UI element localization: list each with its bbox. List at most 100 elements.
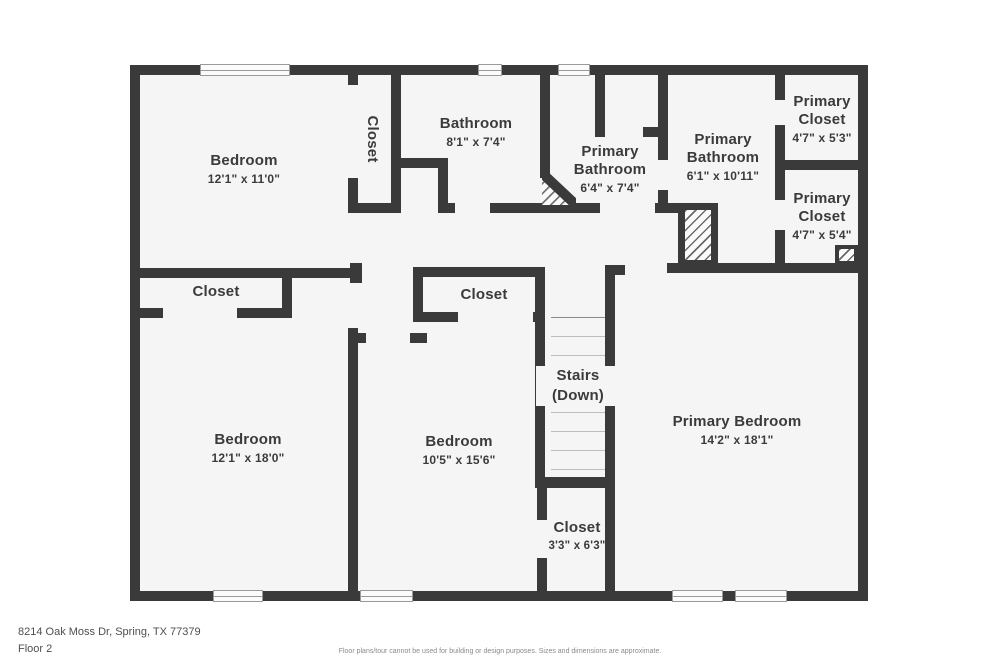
wall-segment bbox=[130, 591, 868, 601]
wall-segment bbox=[391, 158, 448, 168]
window-pane-line bbox=[673, 596, 722, 597]
window-pane-line bbox=[736, 596, 786, 597]
hatched-structure bbox=[678, 203, 718, 267]
wall-segment bbox=[658, 65, 668, 160]
room-name: Primary Bathroom bbox=[573, 143, 647, 178]
disclaimer-text: Floor plans/tour cannot be used for buil… bbox=[338, 648, 662, 655]
wall-segment bbox=[130, 268, 362, 278]
room-name: Bathroom bbox=[439, 115, 513, 132]
wall-segment bbox=[537, 488, 547, 520]
room-dimensions: 6'4" x 7'4" bbox=[580, 181, 640, 195]
room-label: Primary Closet 4'7" x 5'3" bbox=[771, 93, 873, 146]
window-pane-line bbox=[214, 596, 262, 597]
wall-segment bbox=[658, 190, 668, 213]
room-label: Primary Closet 4'7" x 5'4" bbox=[771, 190, 873, 243]
window bbox=[360, 590, 413, 602]
room-dimensions: 12'1" x 11'0" bbox=[207, 172, 281, 186]
room-label: Stairs (Down) bbox=[536, 366, 620, 406]
wall-segment bbox=[775, 160, 868, 170]
room-name: Primary Closet bbox=[793, 93, 851, 128]
room-name: Bedroom bbox=[425, 433, 493, 450]
room-name: Primary Closet bbox=[793, 190, 851, 225]
wall-segment bbox=[607, 265, 625, 275]
window-pane-line bbox=[361, 596, 412, 597]
room-name: Bedroom bbox=[210, 152, 278, 169]
room-dimensions: 10'5" x 15'6" bbox=[422, 453, 496, 467]
room-name: Primary Bathroom bbox=[686, 131, 760, 166]
room-name: Closet bbox=[553, 519, 601, 536]
stair-tread-line bbox=[551, 450, 605, 451]
window bbox=[213, 590, 263, 602]
room-name: Closet bbox=[192, 283, 240, 300]
room-label: Closet bbox=[146, 283, 286, 301]
wall-segment bbox=[605, 265, 615, 601]
room-label: Bedroom 10'5" x 15'6" bbox=[369, 433, 549, 468]
room-label: Closet bbox=[363, 99, 381, 179]
room-label: Bathroom 8'1" x 7'4" bbox=[396, 115, 556, 150]
floor-number-label: Floor 2 bbox=[18, 643, 53, 655]
wall-segment bbox=[445, 203, 455, 213]
wall-segment bbox=[348, 328, 358, 601]
room-dimensions: 4'7" x 5'3" bbox=[792, 131, 852, 145]
room-label: Primary Bathroom 6'1" x 10'11" bbox=[661, 131, 785, 184]
wall-segment bbox=[282, 271, 292, 318]
address-label: 8214 Oak Moss Dr, Spring, TX 77379 bbox=[18, 626, 201, 638]
wall-segment bbox=[348, 203, 401, 213]
window bbox=[735, 590, 787, 602]
stair-tread-line bbox=[551, 412, 605, 413]
wall-segment bbox=[438, 168, 448, 213]
room-dimensions: 12'1" x 18'0" bbox=[211, 451, 285, 465]
wall-segment bbox=[348, 178, 358, 213]
room-label: Closet 3'3" x 6'3" bbox=[527, 519, 627, 554]
stair-tread-line bbox=[551, 469, 605, 470]
wall-segment bbox=[537, 558, 547, 601]
wall-segment bbox=[775, 65, 785, 100]
stair-tread-line bbox=[551, 336, 605, 337]
stair-tread-line bbox=[551, 355, 605, 356]
wall-segment bbox=[237, 308, 292, 318]
window bbox=[478, 64, 502, 76]
window bbox=[558, 64, 590, 76]
room-dimensions: 14'2" x 18'1" bbox=[700, 433, 774, 447]
room-dimensions: 3'3" x 6'3" bbox=[548, 540, 606, 552]
room-label: Closet bbox=[414, 286, 554, 304]
window bbox=[200, 64, 290, 76]
wall-segment bbox=[348, 65, 358, 85]
wall-segment bbox=[540, 477, 615, 488]
wall-segment bbox=[413, 267, 423, 317]
wall-segment bbox=[490, 203, 600, 213]
hatched-structure bbox=[835, 245, 858, 265]
wall-segment bbox=[540, 65, 550, 178]
wall-segment bbox=[775, 170, 785, 200]
wall-segment bbox=[130, 65, 140, 601]
room-dimensions: (Down) bbox=[551, 387, 604, 404]
wall-segment bbox=[130, 308, 163, 318]
room-dimensions: 4'7" x 5'4" bbox=[792, 228, 852, 242]
room-label: Bedroom 12'1" x 18'0" bbox=[158, 431, 338, 466]
room-name: Primary Bedroom bbox=[672, 413, 802, 430]
wall-segment bbox=[595, 65, 605, 137]
window bbox=[672, 590, 723, 602]
wall-segment bbox=[410, 333, 427, 343]
room-name: Bedroom bbox=[214, 431, 282, 448]
stair-tread-line bbox=[551, 431, 605, 432]
wall-segment bbox=[413, 312, 458, 322]
room-name: Closet bbox=[364, 115, 381, 163]
room-name: Stairs bbox=[556, 367, 600, 384]
wall-segment bbox=[775, 125, 785, 160]
wall-segment bbox=[391, 65, 401, 213]
window-pane-line bbox=[559, 70, 589, 71]
room-dimensions: 8'1" x 7'4" bbox=[446, 135, 506, 149]
stair-tread-line bbox=[551, 317, 605, 318]
wall-segment bbox=[655, 203, 682, 213]
room-label: Bedroom 12'1" x 11'0" bbox=[154, 152, 334, 187]
angled-wall-hatch bbox=[542, 173, 576, 205]
room-dimensions: 6'1" x 10'11" bbox=[686, 169, 760, 183]
wall-segment bbox=[350, 263, 362, 283]
room-label: Primary Bathroom 6'4" x 7'4" bbox=[548, 143, 672, 196]
window-pane-line bbox=[201, 70, 289, 71]
wall-segment bbox=[643, 127, 665, 137]
wall-segment bbox=[667, 263, 868, 273]
angled-wall bbox=[542, 173, 576, 205]
